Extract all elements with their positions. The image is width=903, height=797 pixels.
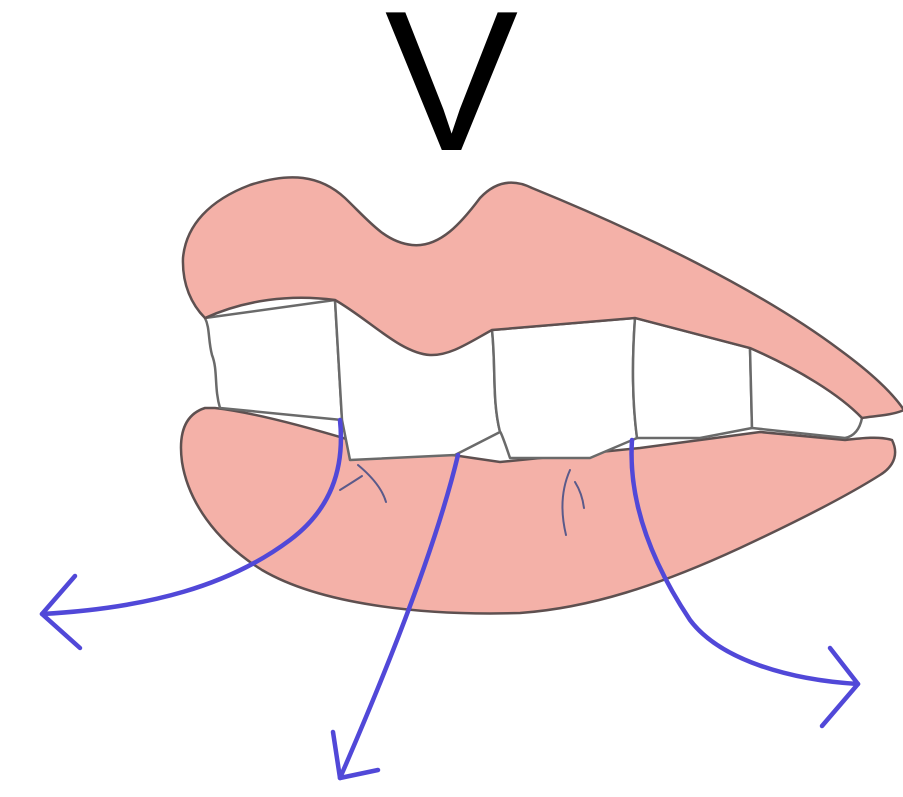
tooth-3 bbox=[492, 318, 637, 458]
tooth-1 bbox=[205, 300, 342, 420]
